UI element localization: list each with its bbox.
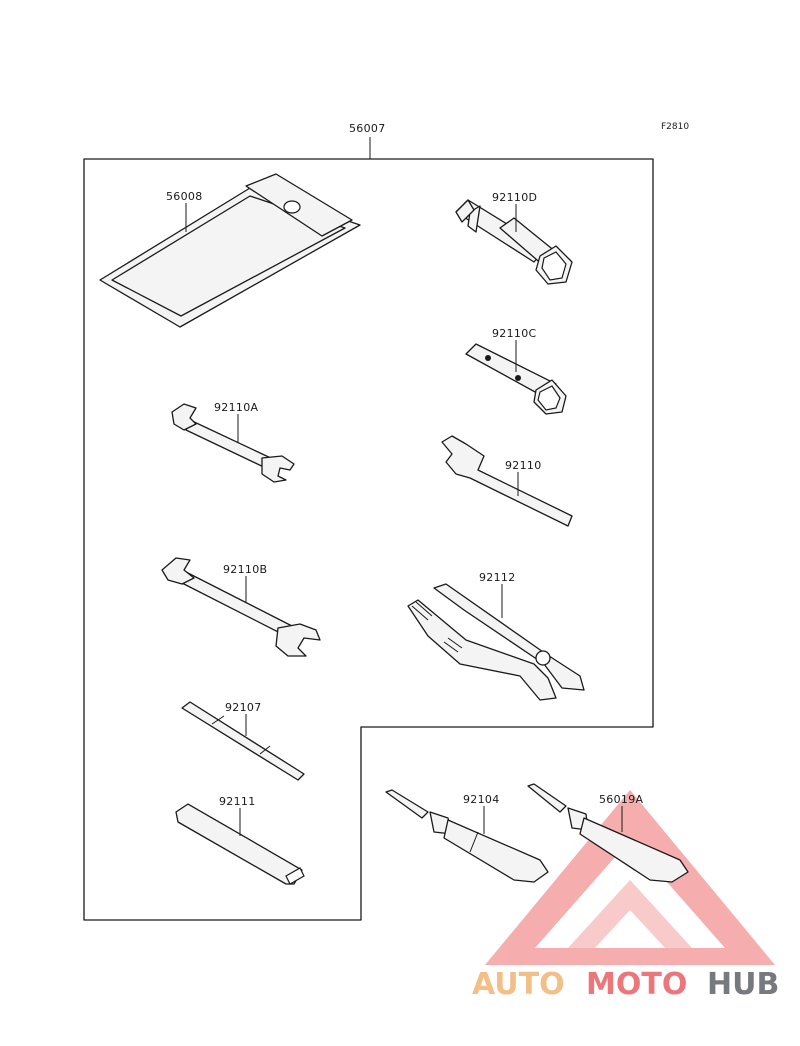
watermark-wordmark: AUTO MOTO HUB <box>472 967 779 1002</box>
part-label-92111: 92111 <box>219 795 256 808</box>
part-label-92107: 92107 <box>225 701 262 714</box>
screwdriver-handle <box>175 803 305 885</box>
hook-spanner-wrench <box>441 435 573 527</box>
part-label-56008: 56008 <box>166 190 203 203</box>
part-label-92112: 92112 <box>479 571 516 584</box>
watermark-word-auto: AUTO <box>472 967 565 1002</box>
part-label-56007: 56007 <box>349 122 386 135</box>
slip-joint-pliers <box>407 583 585 701</box>
grease-tube-a <box>527 783 689 883</box>
socket-wrench-c <box>465 343 567 415</box>
tool-case <box>99 173 361 328</box>
kit-outline <box>83 158 654 921</box>
part-label-92110b: 92110B <box>223 563 267 576</box>
open-end-wrench-b <box>161 557 321 657</box>
watermark-word-hub: HUB <box>707 967 779 1002</box>
socket-wrench-d <box>455 199 573 285</box>
watermark-word-moto: MOTO <box>586 967 687 1002</box>
part-label-92110a: 92110A <box>214 401 258 414</box>
part-label-92104: 92104 <box>463 793 500 806</box>
part-label-92110: 92110 <box>505 459 542 472</box>
part-label-56019a: 56019A <box>599 793 643 806</box>
part-label-92110c: 92110C <box>492 327 536 340</box>
watermark-logo <box>485 790 775 965</box>
grease-tube <box>385 789 549 883</box>
open-end-wrench-a <box>171 403 295 483</box>
figure-code: F2810 <box>661 122 689 132</box>
screwdriver-bit <box>181 701 305 781</box>
part-label-92110d: 92110D <box>492 191 537 204</box>
